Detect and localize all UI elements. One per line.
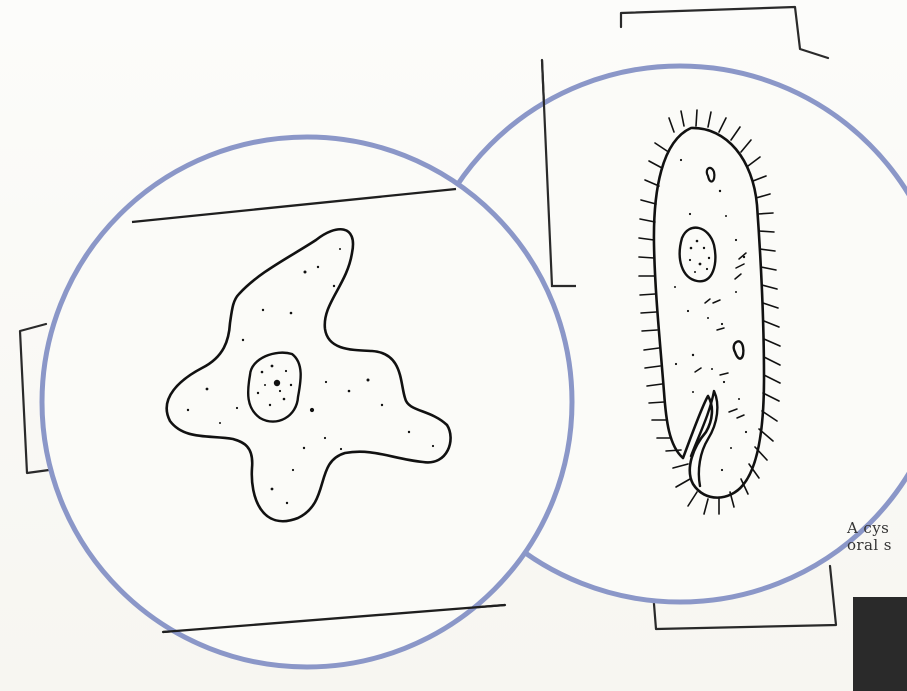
top-slide-frame xyxy=(621,7,828,58)
caption-line-2: oral s xyxy=(847,537,907,554)
partial-caption: A cys oral s xyxy=(847,520,907,554)
caption-line-1: A cys xyxy=(847,520,907,537)
nucleolus xyxy=(274,380,280,386)
photo-corner xyxy=(853,597,907,691)
amoeba-view-circle xyxy=(42,137,572,667)
